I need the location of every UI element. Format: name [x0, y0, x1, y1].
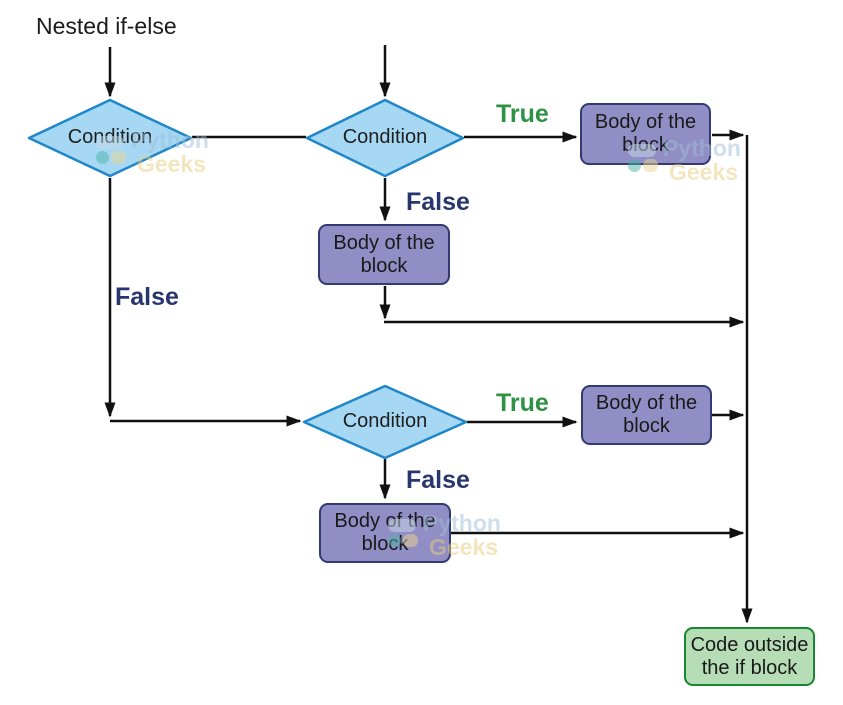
body-of-block-true-top: Body of the block — [580, 103, 711, 165]
condition-top-label: Condition — [342, 126, 428, 148]
false-label-nested: False — [406, 466, 470, 494]
body-of-block-false-nested: Body of the block — [319, 503, 451, 563]
true-label-nested: True — [496, 389, 549, 417]
code-outside-if-block: Code outside the if block — [684, 627, 815, 686]
diamond-condition-top — [305, 98, 465, 178]
false-label-outer: False — [115, 283, 179, 311]
body-of-block-false-top: Body of the block — [318, 224, 450, 285]
condition-outer-label: Condition — [67, 126, 153, 148]
body-of-block-true-nested: Body of the block — [581, 385, 712, 445]
false-label-top: False — [406, 188, 470, 216]
condition-nested-label: Condition — [342, 410, 428, 432]
page-title: Nested if-else — [36, 13, 177, 39]
true-label-top: True — [496, 100, 549, 128]
diamond-condition-nested — [302, 384, 468, 460]
